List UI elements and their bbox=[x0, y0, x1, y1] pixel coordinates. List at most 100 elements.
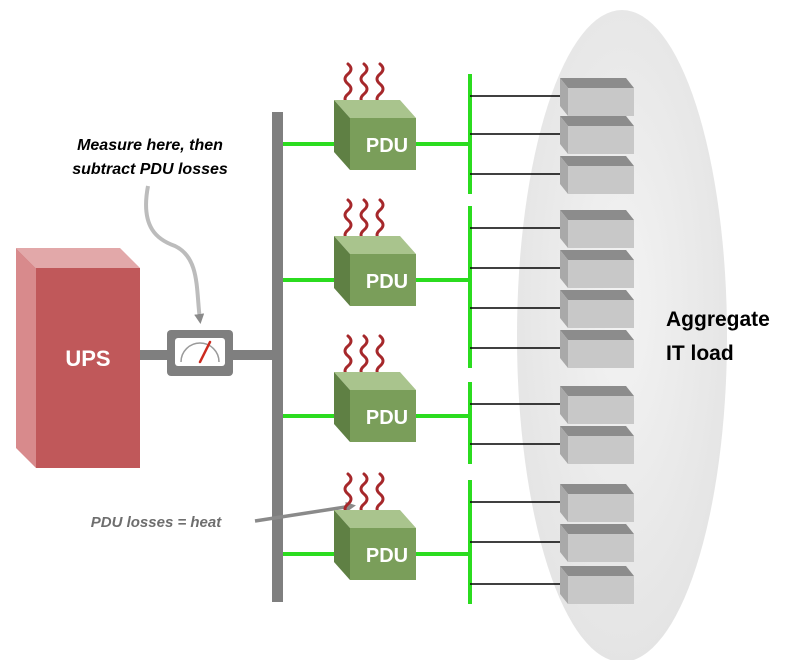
server-top bbox=[560, 250, 634, 260]
server-side bbox=[560, 426, 568, 464]
measure-arrow bbox=[144, 185, 205, 324]
pdu-side bbox=[334, 372, 350, 442]
heat-wave-icon bbox=[359, 334, 369, 378]
server-side bbox=[560, 250, 568, 288]
heat-wave-icon bbox=[375, 334, 385, 378]
pdu-front bbox=[350, 528, 416, 580]
heat-wave-icon bbox=[375, 62, 385, 106]
ups-front bbox=[36, 268, 140, 468]
server-side bbox=[560, 524, 568, 562]
measure-annotation-line2: subtract PDU losses bbox=[72, 161, 228, 178]
pdu-front bbox=[350, 254, 416, 306]
server-front bbox=[568, 260, 634, 288]
server-top bbox=[560, 290, 634, 300]
pdu-group: PDU bbox=[283, 472, 634, 604]
server-side bbox=[560, 116, 568, 154]
server-front bbox=[568, 220, 634, 248]
server-unit bbox=[470, 116, 634, 154]
pdu-groups: PDU PDU PDU PDU bbox=[283, 62, 634, 604]
server-front bbox=[568, 166, 634, 194]
meter-face bbox=[175, 338, 225, 366]
server-unit bbox=[470, 250, 634, 288]
measure-annotation-line1: Measure here, then bbox=[77, 137, 223, 154]
meter-dial-arc bbox=[180, 342, 220, 363]
heat-wave-icon bbox=[343, 334, 353, 378]
server-side bbox=[560, 78, 568, 116]
server-front bbox=[568, 300, 634, 328]
server-top bbox=[560, 210, 634, 220]
pdu-top bbox=[334, 236, 416, 254]
server-front bbox=[568, 126, 634, 154]
server-front bbox=[568, 396, 634, 424]
meter-needle bbox=[198, 340, 212, 364]
server-side bbox=[560, 156, 568, 194]
server-top bbox=[560, 426, 634, 436]
pdu-side bbox=[334, 100, 350, 170]
heat-wave-icon bbox=[359, 472, 369, 516]
server-top bbox=[560, 524, 634, 534]
heat-wave-icon bbox=[343, 62, 353, 106]
server-top bbox=[560, 566, 634, 576]
server-top bbox=[560, 78, 634, 88]
heat-wave-icon bbox=[343, 198, 353, 242]
server-unit bbox=[470, 290, 634, 328]
aggregate-label-line1: Aggregate bbox=[666, 308, 770, 331]
server-side bbox=[560, 386, 568, 424]
ups-meter-link bbox=[140, 350, 168, 360]
pdu-group: PDU bbox=[283, 198, 634, 368]
server-unit bbox=[470, 210, 634, 248]
pdu-top bbox=[334, 372, 416, 390]
server-side bbox=[560, 330, 568, 368]
pdu-top bbox=[334, 100, 416, 118]
heat-wave-icon bbox=[375, 198, 385, 242]
server-front bbox=[568, 340, 634, 368]
pdu-losses-arrow bbox=[254, 501, 356, 523]
server-top bbox=[560, 156, 634, 166]
server-front bbox=[568, 576, 634, 604]
server-unit bbox=[470, 566, 634, 604]
heat-wave-icon bbox=[359, 198, 369, 242]
server-front bbox=[568, 88, 634, 116]
ups-top bbox=[16, 248, 140, 268]
pdu-label: PDU bbox=[366, 407, 408, 429]
server-top bbox=[560, 386, 634, 396]
server-front bbox=[568, 436, 634, 464]
server-side bbox=[560, 484, 568, 522]
server-top bbox=[560, 330, 634, 340]
ups-label: UPS bbox=[65, 346, 110, 371]
pdu-group: PDU bbox=[283, 62, 634, 194]
server-top bbox=[560, 484, 634, 494]
server-unit bbox=[470, 330, 634, 368]
meter-bus-link bbox=[232, 350, 274, 360]
heat-wave-icon bbox=[375, 472, 385, 516]
ups-unit: UPS bbox=[16, 248, 140, 468]
server-front bbox=[568, 534, 634, 562]
server-unit bbox=[470, 78, 634, 116]
pdu-top bbox=[334, 510, 416, 528]
pdu-label: PDU bbox=[366, 271, 408, 293]
server-unit bbox=[470, 426, 634, 464]
heat-wave-icon bbox=[343, 472, 353, 516]
heat-wave-icon bbox=[359, 62, 369, 106]
pdu-front bbox=[350, 390, 416, 442]
pdu-front bbox=[350, 118, 416, 170]
server-top bbox=[560, 116, 634, 126]
server-side bbox=[560, 210, 568, 248]
pdu-losses-annotation: PDU losses = heat bbox=[91, 514, 222, 531]
main-bus bbox=[272, 112, 283, 602]
pdu-label: PDU bbox=[366, 545, 408, 567]
server-unit bbox=[470, 484, 634, 522]
server-unit bbox=[470, 524, 634, 562]
pdu-group: PDU bbox=[283, 334, 634, 464]
ups-side bbox=[16, 248, 36, 468]
server-side bbox=[560, 566, 568, 604]
power-meter bbox=[167, 330, 233, 376]
aggregate-label-line2: IT load bbox=[666, 342, 734, 365]
pdu-label: PDU bbox=[366, 135, 408, 157]
server-front bbox=[568, 494, 634, 522]
server-unit bbox=[470, 386, 634, 424]
pdu-side bbox=[334, 236, 350, 306]
server-unit bbox=[470, 156, 634, 194]
pdu-side bbox=[334, 510, 350, 580]
